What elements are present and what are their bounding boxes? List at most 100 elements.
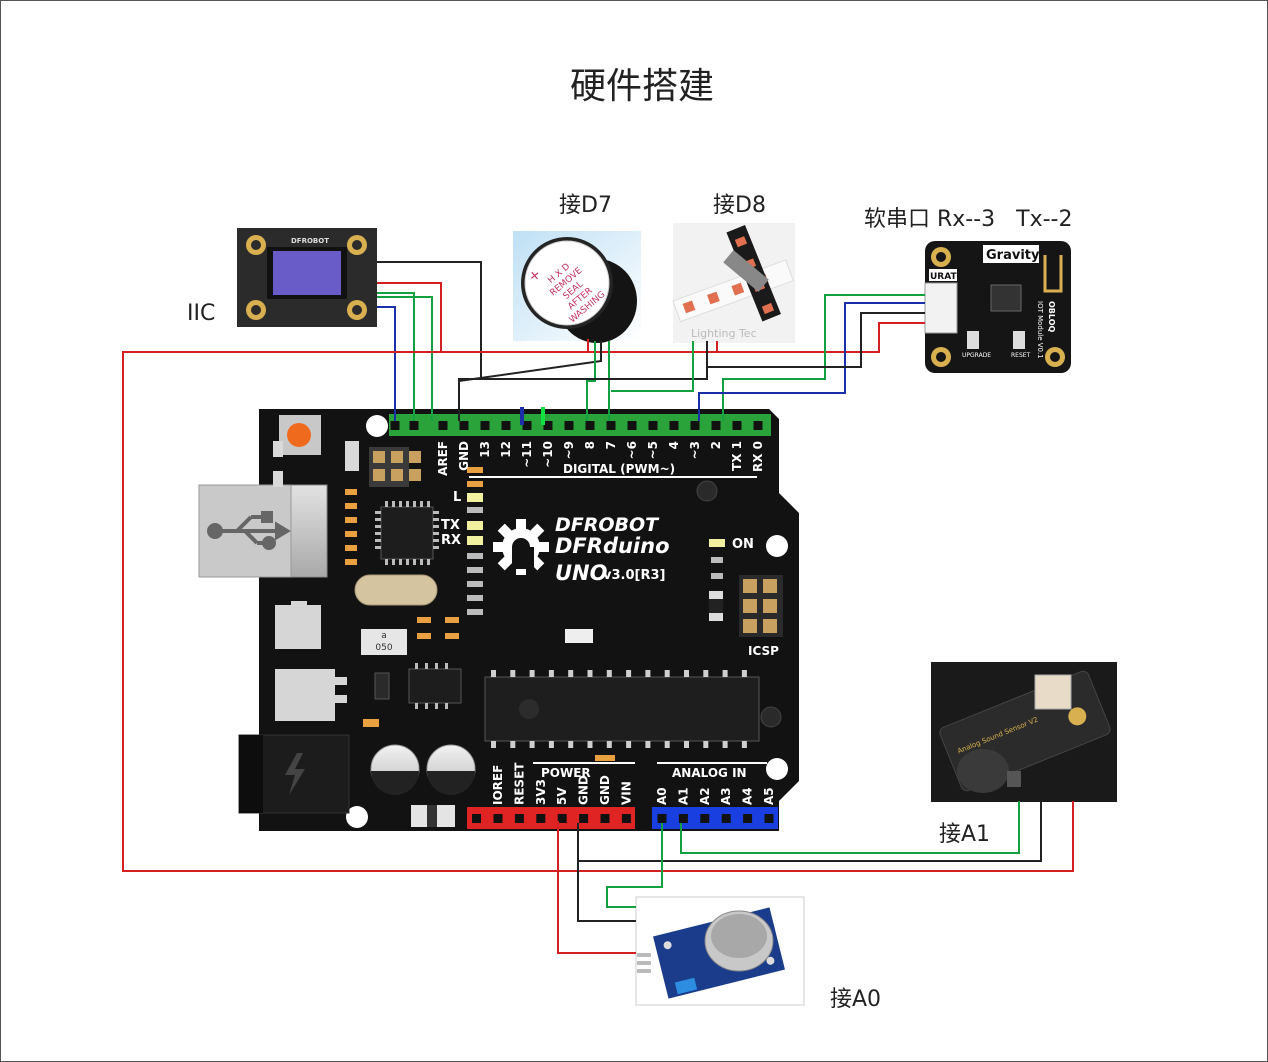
led-l-label: L [453, 490, 461, 505]
analog-pin-label: A4 [741, 787, 755, 805]
gas-sensor-module [635, 896, 805, 1006]
digital-pin-hole [648, 421, 658, 430]
obloq-upgrade: UPGRADE [962, 352, 991, 359]
digital-pin-hole [669, 421, 679, 430]
analog-pin-label: A5 [762, 787, 776, 805]
digital-pin-label: RX 0 [751, 441, 765, 472]
wire-gas-black [577, 823, 636, 922]
power-pin-hole [557, 814, 567, 823]
buzzer-module: + H X D REMOVE SEAL AFTER WASHING [513, 231, 641, 343]
oled-brand: DFROBOT [291, 237, 329, 245]
analog-header-label: ANALOG IN [672, 766, 747, 780]
digital-pin-label: 7 [604, 441, 618, 449]
digital-pin-hole [585, 421, 595, 430]
analog-pin-hole [657, 814, 667, 823]
digital-pin-hole [564, 421, 574, 430]
analog-pin-hole [743, 814, 753, 823]
dfrobot-gear-logo [493, 519, 549, 575]
power-pin-hole [621, 814, 631, 823]
digital-pin-hole [409, 421, 419, 430]
wire-obloq-blue [698, 302, 925, 421]
oled-screen [273, 251, 341, 295]
digital-pin-hole [390, 421, 400, 430]
wire-oled-green2 [377, 292, 415, 421]
wire-sound-green [680, 801, 1020, 854]
power-pin-label: 3V3 [534, 779, 548, 805]
lightning-icon [285, 753, 305, 795]
digital-pin-hole [522, 421, 532, 430]
digital-pin-label: AREF [436, 441, 450, 476]
power-pin-label: GND [577, 775, 591, 805]
mount-hole [766, 758, 788, 780]
gas-label: 接A0 [830, 987, 882, 1012]
analog-pin-hole [721, 814, 731, 823]
crystal-oscillator [354, 574, 438, 606]
usb-icon [207, 511, 291, 550]
digital-pin-hole [480, 421, 490, 430]
version-main: UNO [555, 561, 608, 585]
icsp-usb-header [369, 447, 421, 487]
wire-buzzer-green2 [586, 341, 596, 421]
wire-gas-green [606, 823, 663, 908]
wire-obloq-black [707, 312, 925, 368]
analog-header [652, 807, 778, 829]
wire-sound-black [578, 801, 1042, 862]
analog-pin-label: A0 [655, 787, 669, 805]
fuse: a 050 [361, 629, 407, 655]
capacitor [426, 744, 476, 795]
digital-pin-label: GND [457, 441, 471, 471]
digital-pin-hole [753, 421, 763, 430]
wire-gas-red [557, 871, 636, 954]
mount-hole-dark [760, 706, 782, 728]
digital-pin-hole [459, 421, 469, 430]
power-pin-hole [579, 814, 589, 823]
atmega-chip [484, 670, 760, 748]
wire-oled-blue [377, 306, 396, 421]
power-pin-hole [600, 814, 610, 823]
version-sub: v3.0[R3] [603, 568, 665, 583]
wire-oled-red [377, 282, 442, 352]
digital-pin-label: ~11 [520, 441, 534, 468]
power-pin-hole [514, 814, 524, 823]
mount-hole-dark [696, 480, 718, 502]
digital-header [389, 414, 771, 436]
digital-pin-label: ~5 [646, 441, 660, 459]
digital-pin-hole [438, 421, 448, 430]
reset-button-cap [287, 423, 311, 447]
digital-pin-hole [711, 421, 721, 430]
led-on-label: ON [732, 537, 754, 552]
icsp-header [739, 575, 783, 637]
wire-oled-green [377, 296, 433, 421]
model-name: DFRduino [555, 534, 670, 558]
mount-hole [766, 535, 788, 557]
analog-pin-hole [764, 814, 774, 823]
obloq-side-text2: IOT Module V0.1 [1036, 301, 1044, 359]
voltage-regulator [275, 605, 321, 649]
status-leds [467, 467, 483, 615]
sound-sensor-module: Analog Sound Sensor V2 [931, 662, 1117, 802]
ledstrip-label: 接D8 [713, 193, 766, 218]
wire-oled-black [377, 261, 482, 421]
obloq-connector [924, 282, 958, 334]
sound-label: 接A1 [939, 822, 991, 847]
digital-pin-hole [501, 421, 511, 430]
svg-text:a: a [381, 631, 387, 641]
digital-pin-hole [606, 421, 616, 430]
digital-pin-label: 4 [667, 441, 681, 449]
icsp-label: ICSP [748, 644, 779, 658]
iic-label: IIC [187, 301, 216, 326]
power-pin-label: GND [598, 775, 612, 805]
digital-pin-hole [732, 421, 742, 430]
buzzer-label: 接D7 [559, 193, 612, 218]
power-pin-hole [493, 814, 503, 823]
digital-pin-hole [690, 421, 700, 430]
analog-pin-label: A2 [698, 787, 712, 805]
capacitor [370, 744, 420, 795]
wire-strip-green [611, 341, 694, 392]
power-pin-label: VIN [619, 781, 633, 805]
led-tx-label: TX [441, 518, 460, 533]
digital-pin-label: ~10 [541, 441, 555, 468]
obloq-label: 软串口 Rx--3 Tx--2 [864, 207, 1073, 232]
